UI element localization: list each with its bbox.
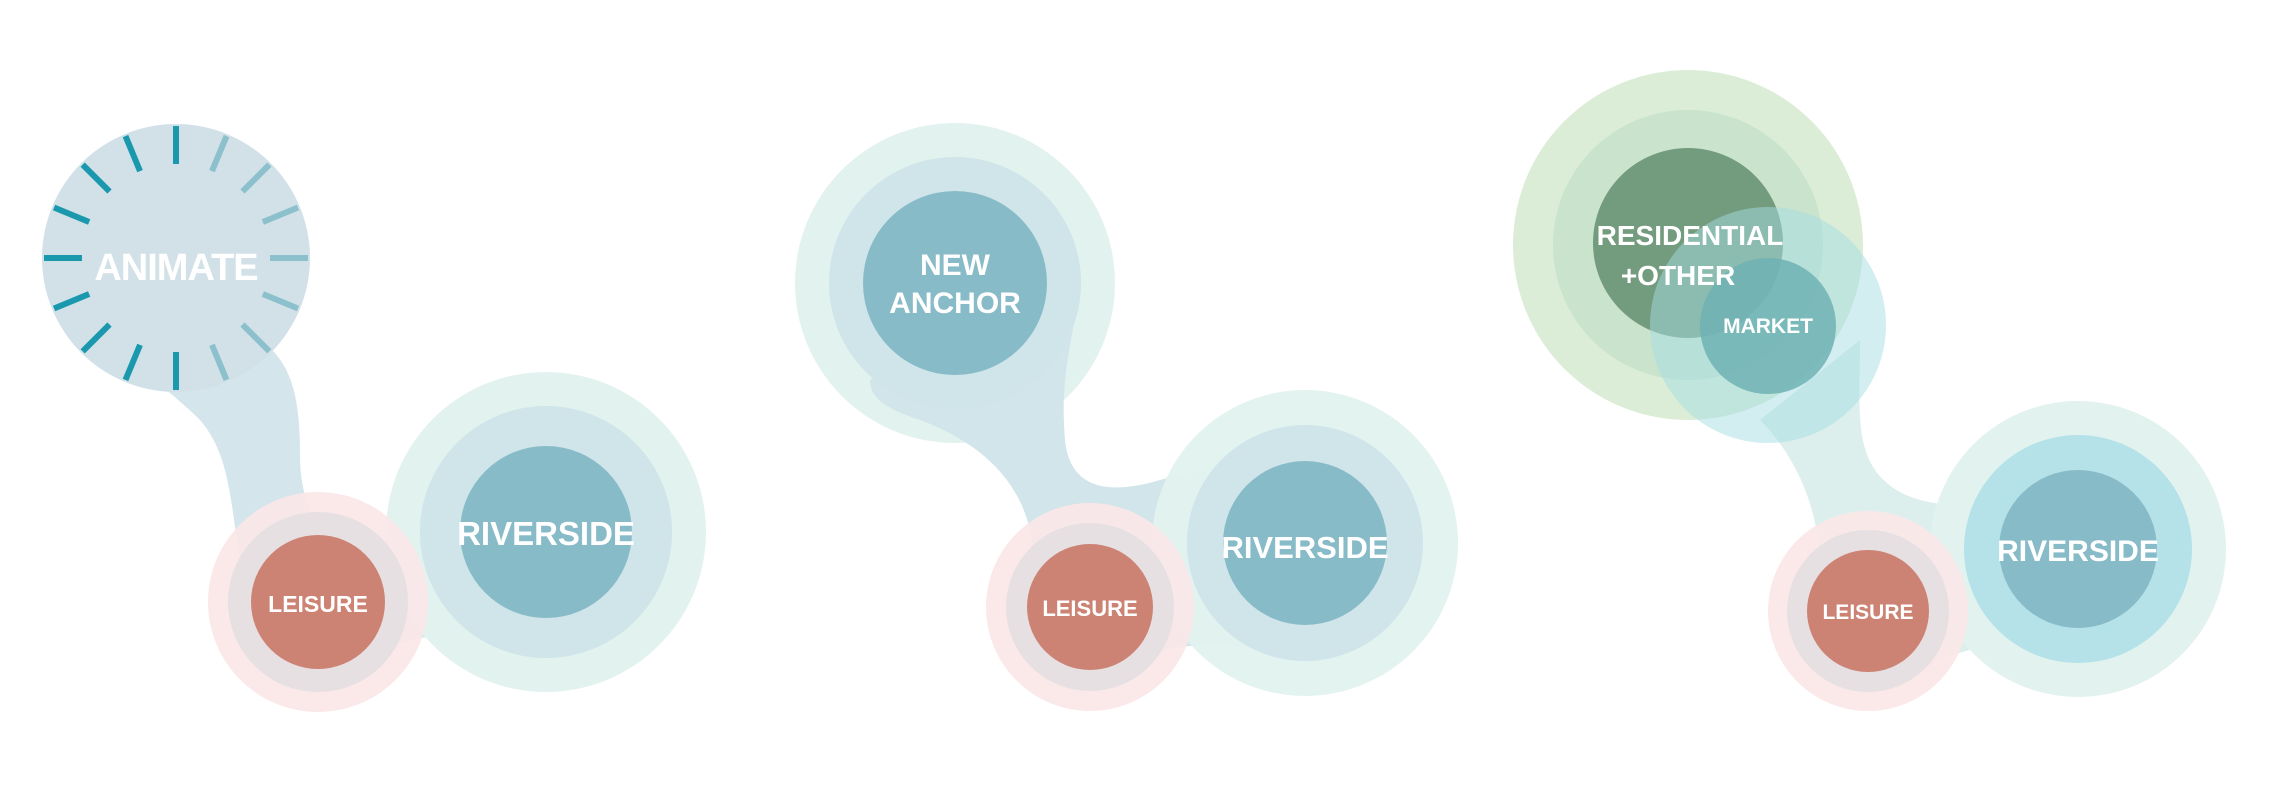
diagram-animate: RIVERSIDE ANIMATE LEISURE — [42, 124, 706, 712]
burst-ray — [122, 343, 143, 382]
residential-label-line2: +OTHER — [1621, 260, 1735, 291]
burst-ray — [240, 162, 272, 194]
burst-ray — [52, 204, 91, 225]
riverside-label: RIVERSIDE — [457, 515, 635, 552]
riverside-node — [1999, 470, 2157, 628]
burst-ray — [261, 204, 300, 225]
anchor-label-line2: ANCHOR — [889, 287, 1021, 320]
leisure-label: LEISURE — [1042, 596, 1137, 621]
riverside-label: RIVERSIDE — [1221, 530, 1388, 565]
diagram-new-anchor: NEW ANCHOR RIVERSIDE LEISURE — [795, 123, 1458, 711]
burst-ray — [80, 322, 112, 354]
riverside-label: RIVERSIDE — [1997, 535, 2159, 568]
leisure-node — [251, 535, 385, 669]
riverside-node — [460, 446, 632, 618]
animate-label: ANIMATE — [94, 247, 257, 289]
burst-ray — [209, 343, 230, 382]
leisure-label: LEISURE — [1822, 601, 1913, 624]
leisure-node — [1807, 550, 1929, 672]
anchor-label-line1: NEW — [920, 249, 991, 282]
leisure-label: LEISURE — [268, 591, 368, 617]
market-label: MARKET — [1723, 315, 1813, 338]
market-node — [1700, 258, 1836, 394]
burst-ray — [240, 322, 272, 354]
burst-ray — [80, 162, 112, 194]
diagram-residential: RESIDENTIAL +OTHER MARKET RIVERSIDE LEIS… — [1513, 70, 2226, 711]
burst-ray — [52, 291, 91, 312]
leisure-node — [1027, 544, 1153, 670]
animate-burst-icon — [44, 126, 308, 390]
residential-label-line1: RESIDENTIAL — [1597, 220, 1784, 251]
riverside-node — [1223, 461, 1387, 625]
burst-ray — [209, 134, 230, 173]
anchor-node — [863, 191, 1047, 375]
burst-ray — [261, 291, 300, 312]
burst-ray — [122, 134, 143, 173]
